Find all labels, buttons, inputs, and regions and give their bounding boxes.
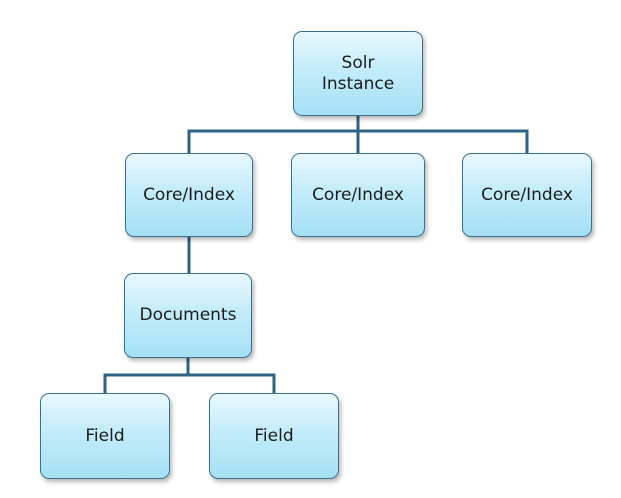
core-index-label: Core/Index [312,184,404,205]
field-label: Field [254,425,294,446]
field-label: Field [85,425,125,446]
core-index-node-3: Core/Index [462,153,592,237]
connector-documents-to-fields [103,356,276,395]
core-index-label: Core/Index [143,184,235,205]
documents-node: Documents [124,273,252,358]
field-node-2: Field [209,393,339,479]
core-index-label: Core/Index [481,184,573,205]
solr-instance-label: Solr Instance [322,53,394,95]
documents-label: Documents [139,305,237,325]
connector-root-to-cores [187,114,529,155]
field-node-1: Field [40,393,170,479]
solr-instance-node: Solr Instance [293,31,423,116]
core-index-node-2: Core/Index [291,153,425,237]
core-index-node-1: Core/Index [125,153,253,237]
solr-instance-label-line2: Instance [321,73,395,94]
solr-instance-label-line1: Solr [341,52,375,73]
